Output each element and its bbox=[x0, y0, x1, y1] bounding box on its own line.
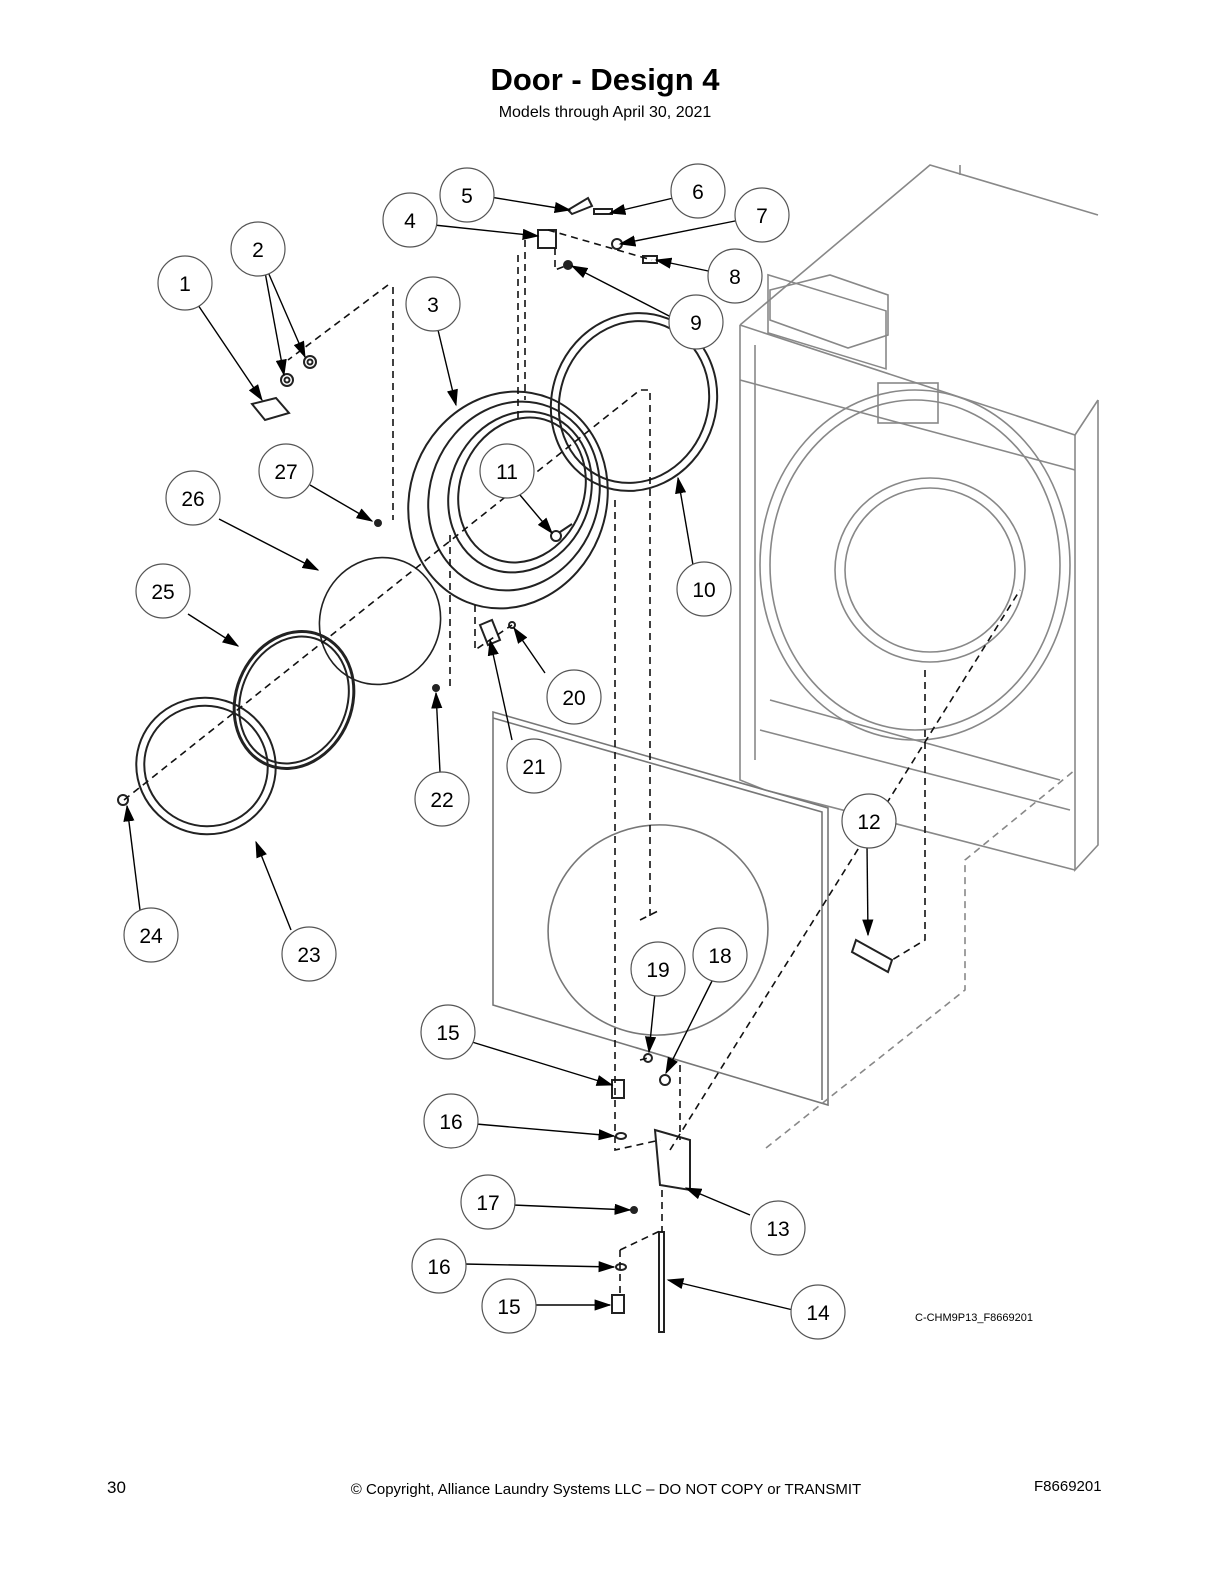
callout-11: 11 bbox=[479, 443, 535, 499]
callout-13-label: 13 bbox=[766, 1218, 789, 1241]
callout-15-top: 15 bbox=[420, 1004, 476, 1060]
callout-1-label: 1 bbox=[179, 273, 191, 296]
callout-12-label: 12 bbox=[857, 811, 880, 834]
callout-10-label: 10 bbox=[692, 579, 715, 602]
callout-15-bottom: 15 bbox=[481, 1278, 537, 1334]
callout-25-label: 25 bbox=[151, 581, 174, 604]
callout-23: 23 bbox=[281, 926, 337, 982]
page-subtitle: Models through April 30, 2021 bbox=[498, 104, 712, 121]
callouts: 1 2 3 4 5 6 7 8 9 10 11 12 13 14 15 15 1… bbox=[123, 163, 897, 1340]
callout-13: 13 bbox=[750, 1200, 806, 1256]
callout-19-label: 19 bbox=[646, 959, 669, 982]
callout-16-bottom: 16 bbox=[411, 1238, 467, 1294]
callout-15-top-label: 15 bbox=[436, 1022, 459, 1045]
callout-4: 4 bbox=[382, 192, 438, 248]
callout-7-label: 7 bbox=[756, 205, 768, 228]
callout-26: 26 bbox=[165, 470, 221, 526]
assembly-lines-gray bbox=[765, 769, 1076, 1149]
callout-12: 12 bbox=[841, 793, 897, 849]
callout-16-top: 16 bbox=[423, 1093, 479, 1149]
callout-23-label: 23 bbox=[297, 944, 320, 967]
callout-20: 20 bbox=[546, 669, 602, 725]
callout-9: 9 bbox=[668, 294, 724, 350]
callout-10: 10 bbox=[676, 561, 732, 617]
callout-7: 7 bbox=[734, 187, 790, 243]
callout-27-label: 27 bbox=[274, 461, 297, 484]
callout-22-label: 22 bbox=[430, 789, 453, 812]
callout-14: 14 bbox=[790, 1284, 846, 1340]
drawing-code: C-CHM9P13_F8669201 bbox=[915, 1312, 1034, 1324]
callout-14-label: 14 bbox=[806, 1302, 830, 1325]
callout-17-label: 17 bbox=[476, 1192, 499, 1215]
callout-21: 21 bbox=[506, 738, 562, 794]
door-parts bbox=[117, 196, 894, 1333]
callout-9-label: 9 bbox=[690, 312, 702, 335]
page-title: Door - Design 4 bbox=[490, 62, 720, 97]
callout-8-label: 8 bbox=[729, 266, 741, 289]
callout-18: 18 bbox=[692, 927, 748, 983]
callout-11-label: 11 bbox=[496, 461, 518, 484]
callout-26-label: 26 bbox=[181, 488, 204, 511]
callout-2: 2 bbox=[230, 221, 286, 277]
callout-22: 22 bbox=[414, 771, 470, 827]
callout-18-label: 18 bbox=[708, 945, 731, 968]
callout-24-label: 24 bbox=[139, 925, 163, 948]
callout-4-label: 4 bbox=[404, 210, 416, 233]
page-number: 30 bbox=[107, 1478, 126, 1497]
callout-27: 27 bbox=[258, 443, 314, 499]
door-front-panel bbox=[492, 710, 829, 1107]
callout-6-label: 6 bbox=[692, 181, 704, 204]
callout-3: 3 bbox=[405, 276, 461, 332]
machine-housing bbox=[739, 164, 1099, 873]
callout-5: 5 bbox=[439, 167, 495, 223]
document-code: F8669201 bbox=[1034, 1478, 1102, 1495]
assembly-lines bbox=[123, 229, 1021, 1296]
callout-8: 8 bbox=[707, 248, 763, 304]
callout-24: 24 bbox=[123, 907, 179, 963]
callout-16-bottom-label: 16 bbox=[427, 1256, 450, 1279]
callout-20-label: 20 bbox=[562, 687, 585, 710]
callout-6: 6 bbox=[670, 163, 726, 219]
leader-arrows bbox=[123, 194, 874, 1311]
callout-15-bottom-label: 15 bbox=[497, 1296, 520, 1319]
callout-2-label: 2 bbox=[252, 239, 264, 262]
copyright-notice: © Copyright, Alliance Laundry Systems LL… bbox=[350, 1481, 862, 1498]
callout-25: 25 bbox=[135, 563, 191, 619]
callout-16-top-label: 16 bbox=[439, 1111, 462, 1134]
callout-19: 19 bbox=[630, 941, 686, 997]
callout-21-label: 21 bbox=[522, 756, 545, 779]
callout-3-label: 3 bbox=[427, 294, 439, 317]
callout-5-label: 5 bbox=[461, 185, 473, 208]
callout-17: 17 bbox=[460, 1174, 516, 1230]
callout-1: 1 bbox=[157, 255, 213, 311]
